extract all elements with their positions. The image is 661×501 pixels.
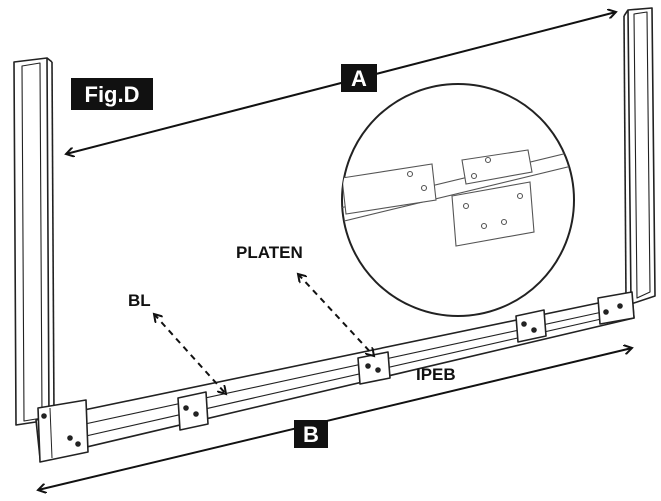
detail-plate-3 bbox=[451, 181, 535, 247]
part-label-bl: BL bbox=[128, 291, 151, 310]
corner-bracket-right bbox=[597, 291, 635, 325]
part-label-ipeb: IPEB bbox=[416, 365, 456, 384]
leader-arrow-bl bbox=[154, 314, 226, 394]
dimension-badge-b: B bbox=[294, 420, 328, 448]
left-upright bbox=[13, 57, 55, 426]
dimension-label-a: A bbox=[351, 66, 367, 91]
detail-plate-1 bbox=[342, 163, 437, 215]
connector-plate-right bbox=[515, 309, 547, 343]
dimension-label-b: B bbox=[303, 422, 319, 447]
figure-label: Fig.D bbox=[85, 82, 140, 107]
figure-label-badge: Fig.D bbox=[71, 78, 153, 110]
dimension-arrow-b bbox=[38, 348, 632, 490]
leader-arrow-platen bbox=[298, 274, 374, 356]
connector-plate-platen bbox=[357, 351, 391, 385]
corner-bracket-left bbox=[37, 399, 89, 463]
part-label-platen: PLATEN bbox=[236, 243, 303, 262]
dimension-badge-a: A bbox=[341, 64, 377, 92]
connector-plate-bl bbox=[177, 391, 209, 431]
detail-magnifier bbox=[341, 83, 575, 317]
right-upright bbox=[623, 7, 656, 305]
